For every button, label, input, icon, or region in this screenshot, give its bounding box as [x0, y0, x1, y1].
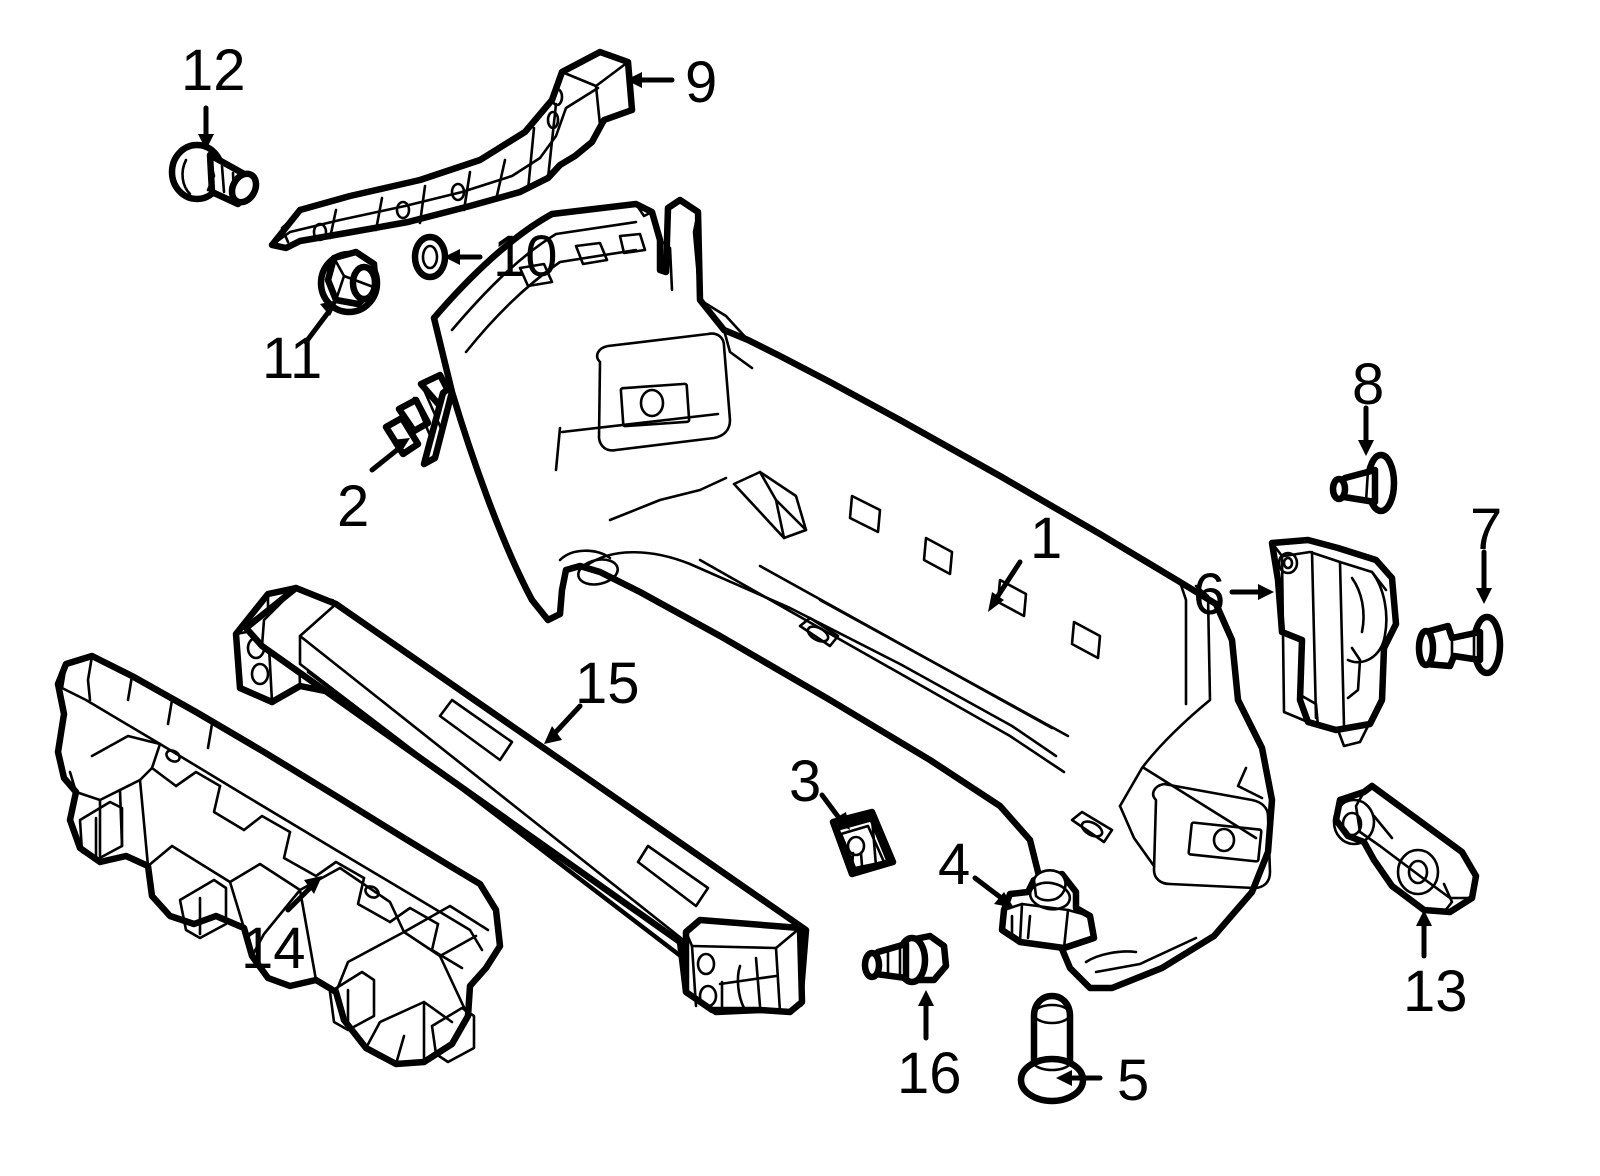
- part-10-washer: [411, 233, 449, 281]
- part-13-impact-bar-bracket: [1332, 782, 1480, 916]
- part-7-push-pin-fastener: [1415, 613, 1504, 677]
- part-9-side-rail-bracket: [268, 48, 636, 252]
- callout-label-14[interactable]: 14: [241, 916, 306, 981]
- callout-label-3[interactable]: 3: [789, 749, 822, 814]
- part-5-bumper-stud-pin: [1017, 992, 1087, 1105]
- callout-label-13[interactable]: 13: [1403, 959, 1468, 1024]
- callout-label-8[interactable]: 8: [1352, 352, 1385, 417]
- callout-label-6[interactable]: 6: [1193, 562, 1226, 627]
- callout-label-10[interactable]: 10: [493, 224, 558, 289]
- callout-label-11[interactable]: 11: [262, 326, 323, 391]
- callout-label-1[interactable]: 1: [1030, 506, 1063, 571]
- callout-label-15[interactable]: 15: [575, 651, 640, 716]
- part-12-hex-flange-bolt: [168, 141, 260, 208]
- callout-label-9[interactable]: 9: [685, 50, 718, 115]
- part-1-rear-bumper-cover: [430, 196, 1276, 992]
- callout-arrows: [198, 72, 1492, 1086]
- part-14-energy-absorber-foam: [54, 652, 504, 1068]
- part-4-bumper-retainer-nut-plate: [998, 869, 1098, 952]
- callout-label-2[interactable]: 2: [337, 474, 370, 539]
- part-8-push-pin-fastener: [1329, 451, 1398, 515]
- callout-label-4[interactable]: 4: [938, 832, 971, 897]
- part-6-side-bracket: [1268, 536, 1400, 748]
- callout-label-5[interactable]: 5: [1117, 1048, 1150, 1113]
- callout-label-7[interactable]: 7: [1470, 497, 1503, 562]
- callout-label-16[interactable]: 16: [897, 1041, 962, 1106]
- part-11-flange-hex-nut: [317, 248, 381, 316]
- part-16-hex-flange-bolt: [861, 932, 950, 986]
- callout-label-12[interactable]: 12: [181, 38, 246, 103]
- part-15-rear-bumper-reinforcement-beam: [232, 584, 810, 1016]
